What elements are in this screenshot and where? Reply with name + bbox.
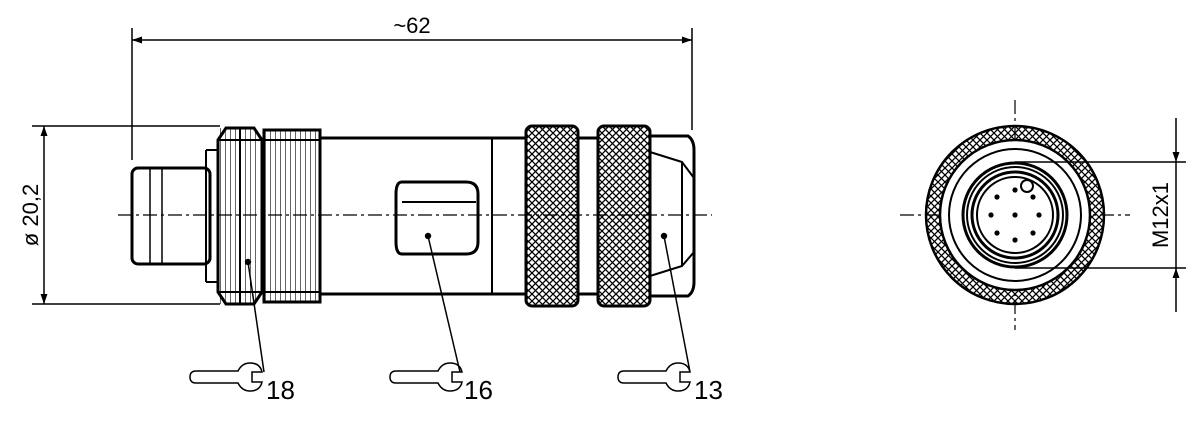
front-view: M12x1: [900, 100, 1186, 330]
thread-label: M12x1: [1148, 182, 1173, 248]
coupling-ring: [216, 126, 264, 306]
callout-18: 18: [189, 362, 295, 405]
wrench-icon: [389, 362, 463, 392]
knurled-grip-1: [524, 124, 580, 308]
callout-value: 18: [266, 375, 295, 405]
length-dimension: ~62: [131, 13, 693, 160]
callout-value: 13: [694, 375, 723, 405]
callout-value: 16: [464, 375, 493, 405]
length-label: ~62: [393, 13, 430, 38]
knurled-nut-front: [262, 128, 322, 304]
side-view: [118, 124, 712, 373]
diameter-label: ø 20,2: [18, 184, 43, 246]
wrench-icon: [617, 362, 691, 392]
main-body: [320, 136, 526, 296]
callout-13: 13: [617, 362, 723, 405]
wrench-icon: [189, 362, 263, 392]
diameter-dimension: ø 20,2: [18, 125, 220, 305]
contact-pins: [988, 187, 1042, 243]
knurled-grip-2: [596, 124, 652, 308]
callout-16: 16: [389, 362, 493, 405]
front-pin-carrier: [130, 149, 218, 283]
rear-clamp: [649, 134, 696, 298]
